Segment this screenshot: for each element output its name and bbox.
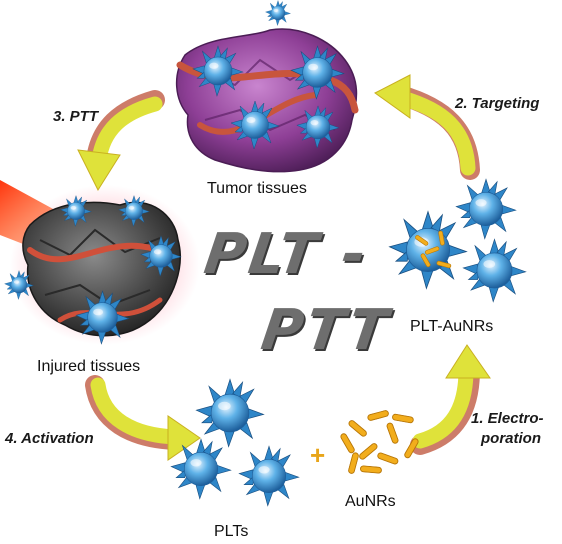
arrow-activation xyxy=(85,375,201,461)
step-targeting: 2. Targeting xyxy=(455,95,540,112)
label-aunrs: AuNRs xyxy=(345,493,396,510)
label-injured-tissues: Injured tissues xyxy=(37,358,141,375)
step-ptt: 3. PTT xyxy=(53,108,99,125)
step-electroporation-line1: 1. Electro- xyxy=(471,410,544,427)
label-plts: PLTs xyxy=(214,523,249,540)
label-tumor-tissues: Tumor tissues xyxy=(207,180,307,197)
tumor-tissue-illustration xyxy=(175,0,359,173)
label-plt-aunrs: PLT-AuNRs xyxy=(410,318,494,335)
plus-sign: + xyxy=(310,440,326,470)
step-electroporation-line2: poration xyxy=(481,430,541,447)
arrow-ptt xyxy=(77,90,165,192)
plt-aunrs-illustration xyxy=(389,178,527,303)
aunrs-illustration xyxy=(339,409,420,475)
arrow-electroporation xyxy=(410,344,491,455)
center-title-line1: PLT - xyxy=(200,222,373,287)
step-activation: 4. Activation xyxy=(5,430,94,447)
center-title-line2: PTT xyxy=(257,298,395,363)
injured-tissue-illustration xyxy=(4,185,200,345)
arrow-targeting xyxy=(374,74,480,180)
